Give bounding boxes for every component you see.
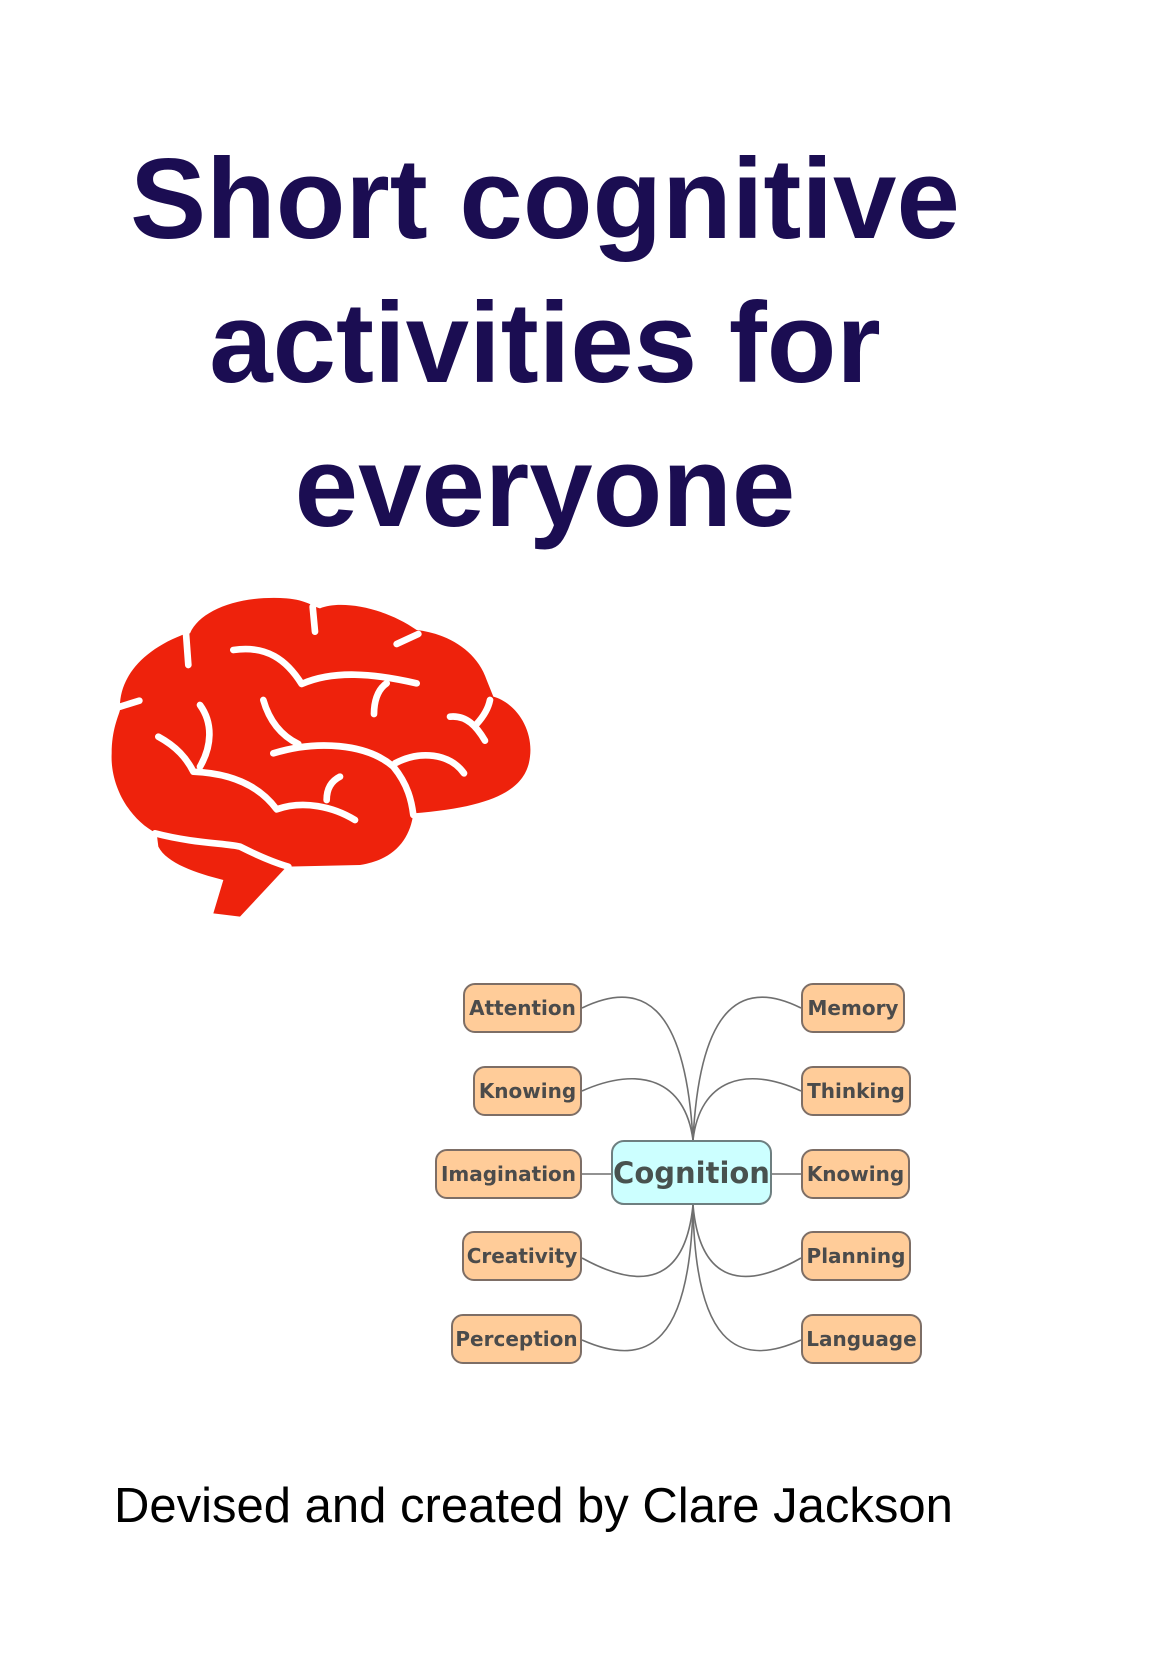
connector-perception: [581, 1204, 694, 1352]
connector-attention: [581, 996, 694, 1141]
mind-map-center-node: Cognition: [611, 1140, 772, 1205]
connector-memory: [692, 996, 802, 1141]
mind-map-node-knowing-right: Knowing: [801, 1149, 910, 1199]
connector-knowing-left: [581, 1078, 694, 1141]
author-byline: Devised and created by Clare Jackson: [114, 1479, 953, 1533]
mind-map-node-memory: Memory: [801, 983, 905, 1033]
title-line-2: activities for: [209, 280, 881, 407]
mind-map-node-planning: Planning: [801, 1231, 911, 1281]
mind-map-node-perception: Perception: [451, 1314, 582, 1364]
connector-language: [692, 1204, 802, 1352]
mind-map-node-knowing-left: Knowing: [473, 1066, 582, 1116]
mind-map-node-creativity: Creativity: [462, 1231, 582, 1281]
title-line-1: Short cognitive: [130, 136, 960, 263]
brain-icon: [111, 597, 531, 917]
mind-map-node-imagination: Imagination: [435, 1149, 582, 1199]
title-line-3: everyone: [294, 424, 796, 551]
connector-thinking: [692, 1078, 802, 1141]
connector-planning: [692, 1204, 802, 1278]
page-title: Short cognitive activities for everyone: [0, 128, 1090, 560]
mind-map-node-attention: Attention: [463, 983, 582, 1033]
mind-map-node-thinking: Thinking: [801, 1066, 911, 1116]
mind-map-node-language: Language: [801, 1314, 922, 1364]
connector-creativity: [581, 1204, 694, 1278]
